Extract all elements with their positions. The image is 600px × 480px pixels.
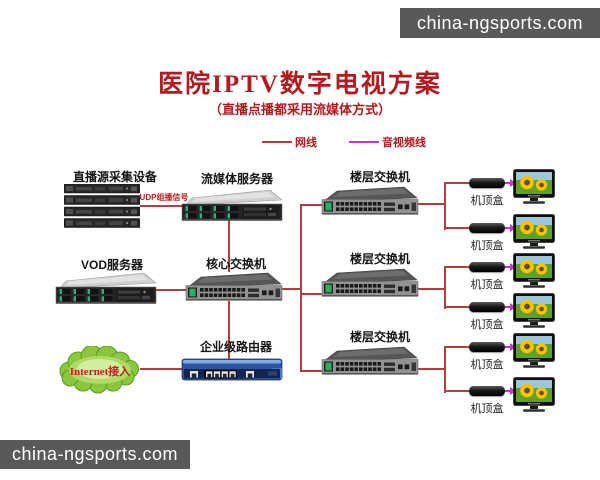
vod-server-image xyxy=(55,272,157,305)
tv-2 xyxy=(513,214,555,250)
av-cable-arrow xyxy=(503,343,516,351)
floor-switch-3-label: 楼层交换机 xyxy=(349,330,410,344)
network-cable-line xyxy=(444,266,446,309)
network-cable-line xyxy=(302,370,322,372)
network-cable-line xyxy=(140,368,182,370)
av-cable-arrow xyxy=(503,179,516,187)
network-cable-line xyxy=(300,204,302,372)
internet-cloud-label: Internet接入 xyxy=(69,366,131,378)
network-cable-line xyxy=(446,306,469,308)
page-subtitle: （直播点播都采用流媒体方式） xyxy=(208,102,391,117)
network-cable-line xyxy=(282,288,302,290)
router-image xyxy=(181,358,283,381)
set-top-box-6 xyxy=(469,386,505,396)
floor-switch-1-label: 楼层交换机 xyxy=(349,170,410,184)
floor-switch-3-image xyxy=(321,346,419,376)
network-cable-line xyxy=(302,293,322,295)
legend-network-line xyxy=(262,141,292,143)
set-top-box-4 xyxy=(469,302,505,312)
tv-5 xyxy=(513,333,555,369)
floor-switch-1-image xyxy=(321,186,419,216)
set-top-box-3-label: 机顶盒 xyxy=(470,279,504,291)
watermark-bottom-left: china-ngsports.com xyxy=(0,440,190,469)
set-top-box-5 xyxy=(469,342,505,352)
vod-server-label: VOD服务器 xyxy=(80,258,143,272)
capture-device-label: 直播源采集设备 xyxy=(72,170,157,184)
network-cable-line xyxy=(446,182,469,184)
set-top-box-3 xyxy=(469,262,505,272)
network-cable-line xyxy=(228,301,230,359)
network-cable-line xyxy=(444,346,446,393)
set-top-box-4-label: 机顶盒 xyxy=(470,319,504,331)
tv-1 xyxy=(513,169,555,205)
router-label: 企业级路由器 xyxy=(199,340,272,354)
network-cable-line xyxy=(302,204,322,206)
set-top-box-6-label: 机顶盒 xyxy=(470,403,504,415)
floor-switch-2-label: 楼层交换机 xyxy=(349,252,410,266)
av-cable-arrow xyxy=(503,263,516,271)
streaming-server-image xyxy=(181,189,283,222)
set-top-box-1-label: 机顶盒 xyxy=(470,195,504,207)
legend-av-label: 音视频线 xyxy=(382,137,426,149)
av-cable-arrow xyxy=(503,303,516,311)
network-cable-line xyxy=(446,227,469,229)
set-top-box-5-label: 机顶盒 xyxy=(470,359,504,371)
streaming-server-label: 流媒体服务器 xyxy=(200,172,273,186)
page-title: 医院IPTV数字电视方案 xyxy=(158,71,442,98)
network-cable-line xyxy=(418,203,446,205)
av-cable-arrow xyxy=(503,387,516,395)
capture-device-image xyxy=(64,184,140,230)
floor-switch-2-image xyxy=(321,268,419,298)
watermark-top-right: china-ngsports.com xyxy=(400,8,600,38)
av-cable-arrow xyxy=(503,224,516,232)
tv-6 xyxy=(513,377,555,413)
core-switch-label: 核心交换机 xyxy=(205,257,266,271)
set-top-box-2 xyxy=(469,223,505,233)
udp-link-label: UDP组播信号 xyxy=(139,193,189,202)
legend-av-line xyxy=(349,141,379,143)
network-cable-line xyxy=(140,205,182,207)
core-switch-image xyxy=(185,272,283,302)
network-cable-line xyxy=(446,266,469,268)
network-cable-line xyxy=(446,346,469,348)
network-cable-line xyxy=(156,289,186,291)
tv-3 xyxy=(513,253,555,289)
legend-network-label: 网线 xyxy=(295,137,317,149)
set-top-box-1 xyxy=(469,178,505,188)
network-cable-line xyxy=(228,220,230,272)
tv-4 xyxy=(513,293,555,329)
network-cable-line xyxy=(418,288,446,290)
set-top-box-2-label: 机顶盒 xyxy=(470,240,504,252)
network-cable-line xyxy=(444,182,446,230)
network-cable-line xyxy=(418,368,446,370)
network-cable-line xyxy=(446,390,469,392)
